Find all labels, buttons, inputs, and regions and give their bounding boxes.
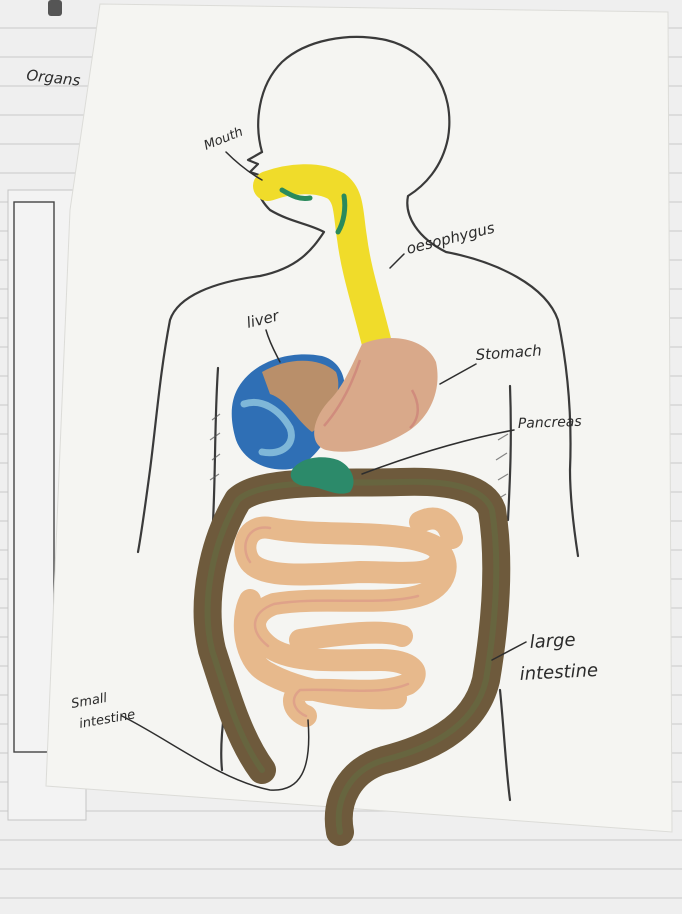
label-large-intestine-line2: intestine: [519, 660, 598, 685]
label-pancreas: Pancreas: [518, 414, 582, 432]
notebook-clip: [48, 0, 62, 16]
label-large-intestine-line1: large: [529, 630, 576, 653]
